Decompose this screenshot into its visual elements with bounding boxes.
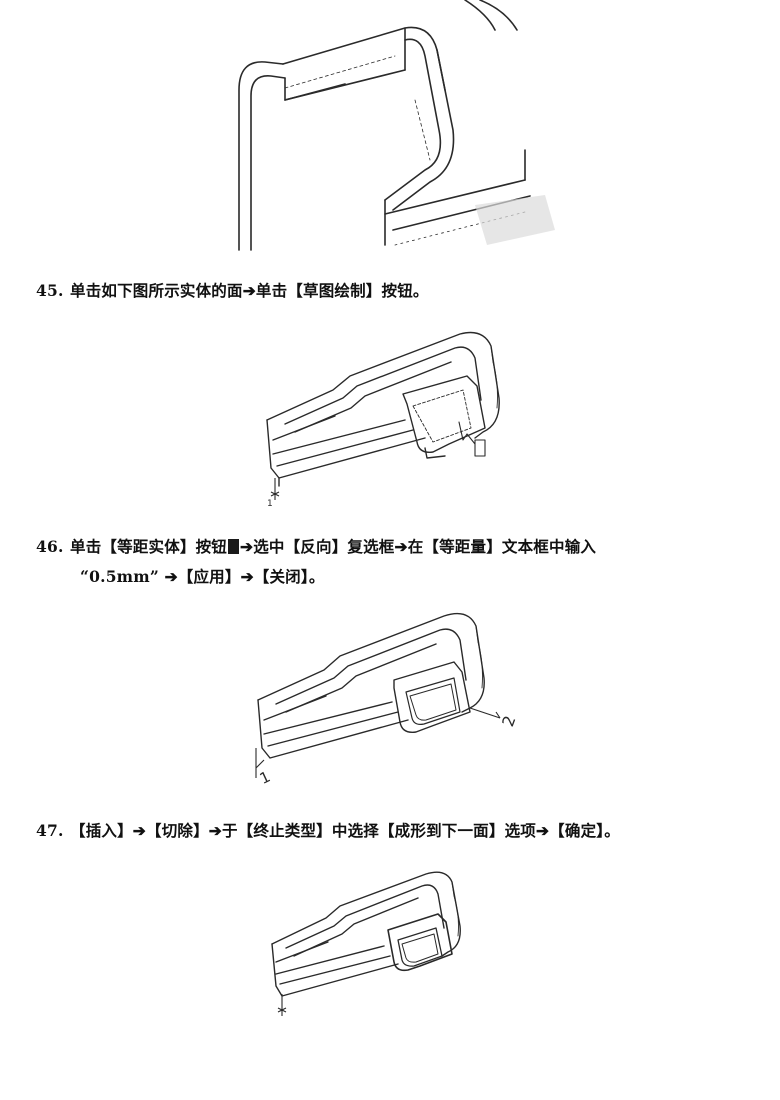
figure-shell-closeup	[225, 0, 555, 255]
step-text-line-2: “0.5mm” ➔【应用】➔【关闭】。	[80, 567, 325, 586]
figure-solid-after-cut	[262, 866, 482, 1026]
step-text-part-1: 单击【等距实体】按钮	[70, 537, 228, 556]
step-number: 46.	[36, 537, 64, 556]
axis-label-left: 1	[257, 768, 273, 788]
step-number: 47.	[36, 821, 64, 840]
step-text-part-2: ➔选中【反向】复选框➔在【等距量】文本框中输入	[240, 537, 597, 556]
step-text: 单击如下图所示实体的面➔单击【草图绘制】按钮。	[70, 281, 429, 300]
step-45: 45. 单击如下图所示实体的面➔单击【草图绘制】按钮。	[36, 276, 429, 306]
figure-solid-select-face: 1	[255, 328, 515, 508]
figure-solid-offset-sketch: 2 1	[248, 608, 520, 788]
step-text: 【插入】➔【切除】➔于【终止类型】中选择【成形到下一面】选项➔【确定】。	[70, 821, 620, 840]
step-number: 45.	[36, 281, 64, 300]
step-47: 47. 【插入】➔【切除】➔于【终止类型】中选择【成形到下一面】选项➔【确定】。	[36, 816, 620, 846]
step-46: 46. 单击【等距实体】按钮 ➔选中【反向】复选框➔在【等距量】文本框中输入 “0.…	[36, 532, 596, 592]
axis-label-right: 2	[498, 713, 519, 729]
offset-entities-icon	[228, 539, 240, 554]
axis-label: 1	[267, 499, 273, 508]
